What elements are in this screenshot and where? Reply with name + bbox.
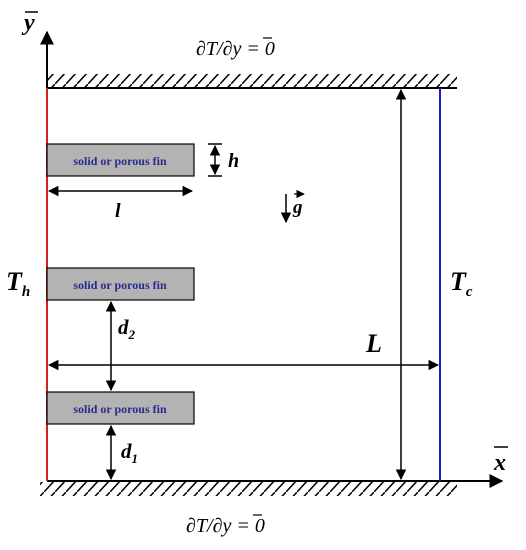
gravity-label: g <box>292 197 303 218</box>
hot-wall-label: Th <box>6 267 30 300</box>
d1-label: d1 <box>121 439 138 466</box>
top-wall-hatch <box>47 74 457 88</box>
cold-wall-label: Tc <box>450 267 473 300</box>
bottom-boundary-condition: ∂T/∂y = 0 <box>186 515 265 537</box>
l-label: l <box>115 200 121 222</box>
fin-middle-body <box>46 267 195 301</box>
x-axis-label: x <box>493 450 506 476</box>
y-axis-label: y <box>21 10 35 36</box>
L-label: L <box>365 329 382 358</box>
fin-top-body <box>46 143 195 177</box>
fin-bottom: solid or porous fin <box>46 391 195 425</box>
bottom-wall-hatch <box>40 482 457 496</box>
fin-middle-label: solid or porous fin <box>73 278 167 292</box>
h-label: h <box>228 150 239 172</box>
fin-bottom-label: solid or porous fin <box>73 402 167 416</box>
fin-top-label: solid or porous fin <box>73 154 167 168</box>
fin-middle: solid or porous fin <box>46 267 195 301</box>
fin-top: solid or porous fin <box>46 143 195 177</box>
d2-label: d2 <box>118 315 136 342</box>
top-boundary-condition: ∂T/∂y = 0 <box>196 38 275 60</box>
fin-bottom-body <box>46 391 195 425</box>
